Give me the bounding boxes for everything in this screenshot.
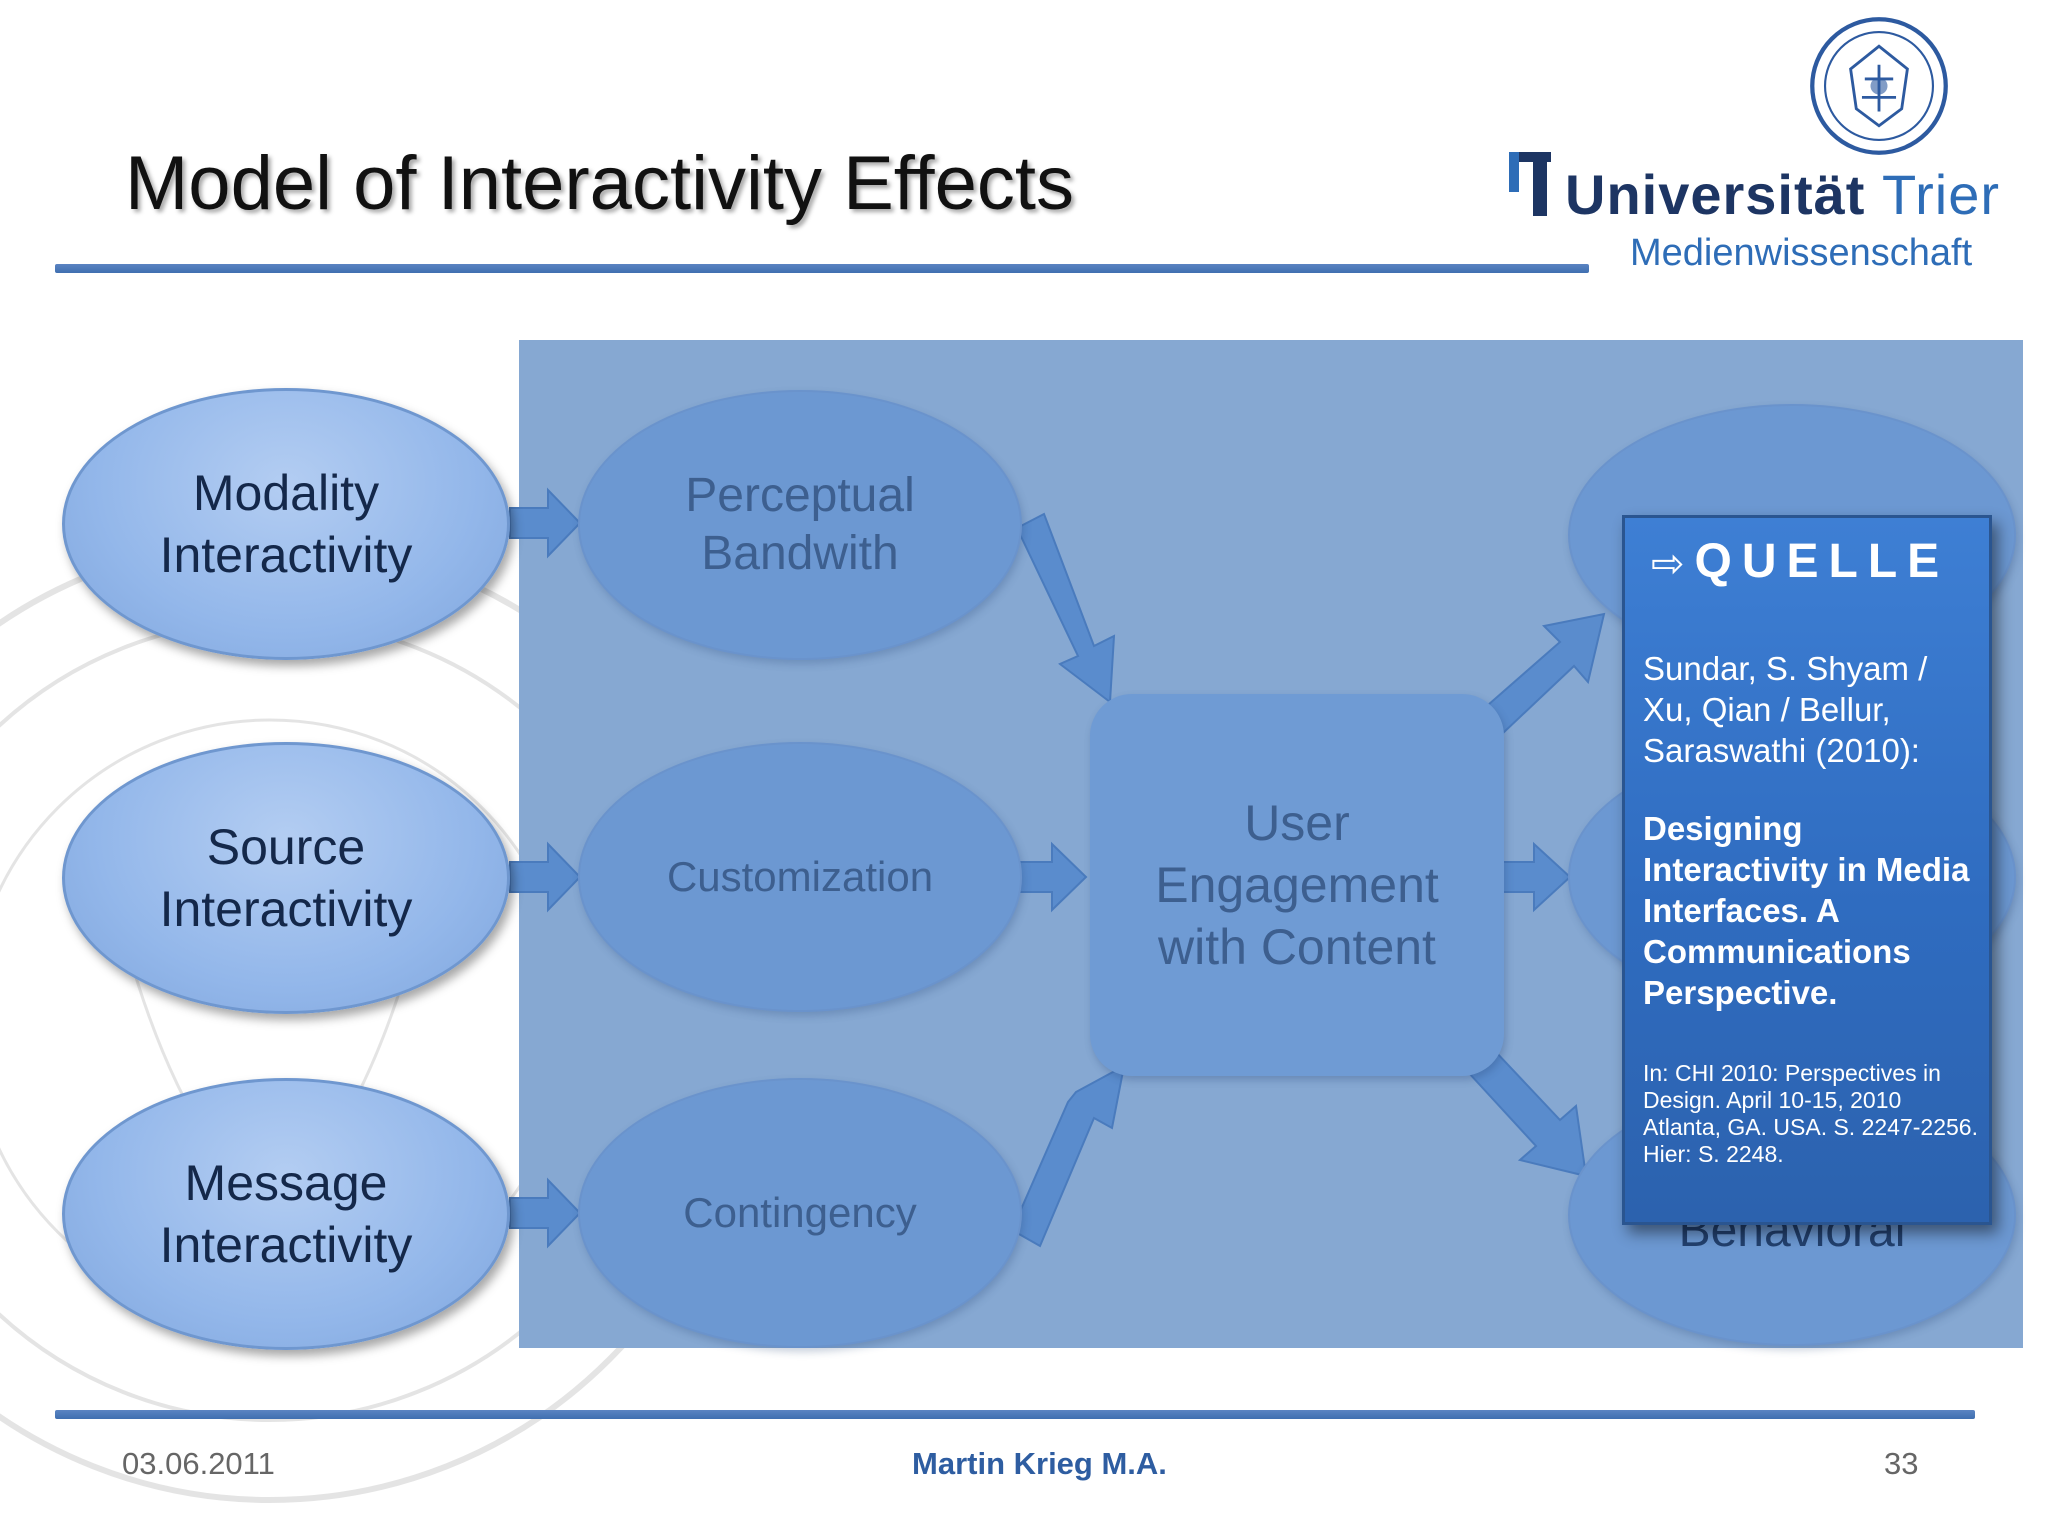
node-label-line1: Message — [184, 1155, 388, 1211]
department-name: Medienwissenschaft — [1630, 232, 1973, 274]
citation-authors: Sundar, S. Shyam / Xu, Qian / Bellur, Sa… — [1643, 650, 1928, 769]
university-name-city: Trier — [1882, 163, 2001, 226]
node-label-line1: Source — [206, 819, 366, 875]
page-number: 33 — [1884, 1446, 1919, 1481]
arrow-perceptual-to-engagement — [1015, 512, 1116, 704]
footer-divider — [55, 1410, 1975, 1419]
arrow-engagement-to-middle-outcome — [1501, 841, 1572, 913]
node-label-line2: Interactivity — [159, 1217, 413, 1273]
node-user-engagement-with-content: User Engagement with Content — [1090, 694, 1504, 1076]
citation-heading: ⇨QUELLE — [1651, 534, 1949, 589]
node-label-line1: Contingency — [683, 1189, 917, 1236]
node-label-line1: Customization — [666, 853, 934, 900]
footer-author: Martin Krieg M.A. — [912, 1446, 1167, 1481]
university-name: Universität Trier — [1565, 162, 2000, 227]
university-seal-logo — [1810, 17, 1948, 155]
node-label-line2: Interactivity — [159, 881, 413, 937]
citation-source: In: CHI 2010: Perspectives in Design. Ap… — [1643, 1060, 1978, 1167]
slide-title: Model of Interactivity Effects — [125, 141, 1074, 226]
arrow-message-to-contingency — [509, 1177, 582, 1249]
node-contingency: Contingency — [578, 1078, 1022, 1348]
citation-title: Designing Interactivity in Media Interfa… — [1643, 810, 1970, 1011]
node-label-line2: Interactivity — [159, 527, 413, 583]
arrow-contingency-to-engagement — [1010, 1064, 1126, 1248]
node-label-line1: Modality — [192, 465, 380, 521]
node-label-line2: Bandwith — [701, 527, 899, 580]
arrow-customization-to-engagement — [1019, 841, 1088, 913]
node-label-line3: with Content — [1158, 919, 1436, 975]
footer-date: 03.06.2011 — [122, 1446, 275, 1481]
university-name-main: Universität — [1565, 163, 1866, 226]
arrow-source-to-customization — [509, 841, 582, 913]
arrow-right-icon: ⇨ — [1651, 542, 1685, 586]
arrow-engagement-to-top-outcome — [1478, 612, 1606, 736]
citation-popup: ⇨QUELLE Sundar, S. Shyam / Xu, Qian / Be… — [1622, 515, 1992, 1225]
university-bracket-icon — [1509, 152, 1551, 216]
arrow-modality-to-perceptual — [509, 487, 582, 559]
title-divider — [55, 264, 1589, 273]
node-label-line1: Perceptual — [685, 469, 915, 522]
node-customization: Customization — [578, 742, 1022, 1012]
arrow-engagement-to-behavioral — [1466, 1048, 1588, 1178]
citation-heading-label: QUELLE — [1694, 535, 1950, 588]
node-label-line1: User — [1244, 795, 1350, 851]
node-label-line2: Engagement — [1155, 857, 1439, 913]
